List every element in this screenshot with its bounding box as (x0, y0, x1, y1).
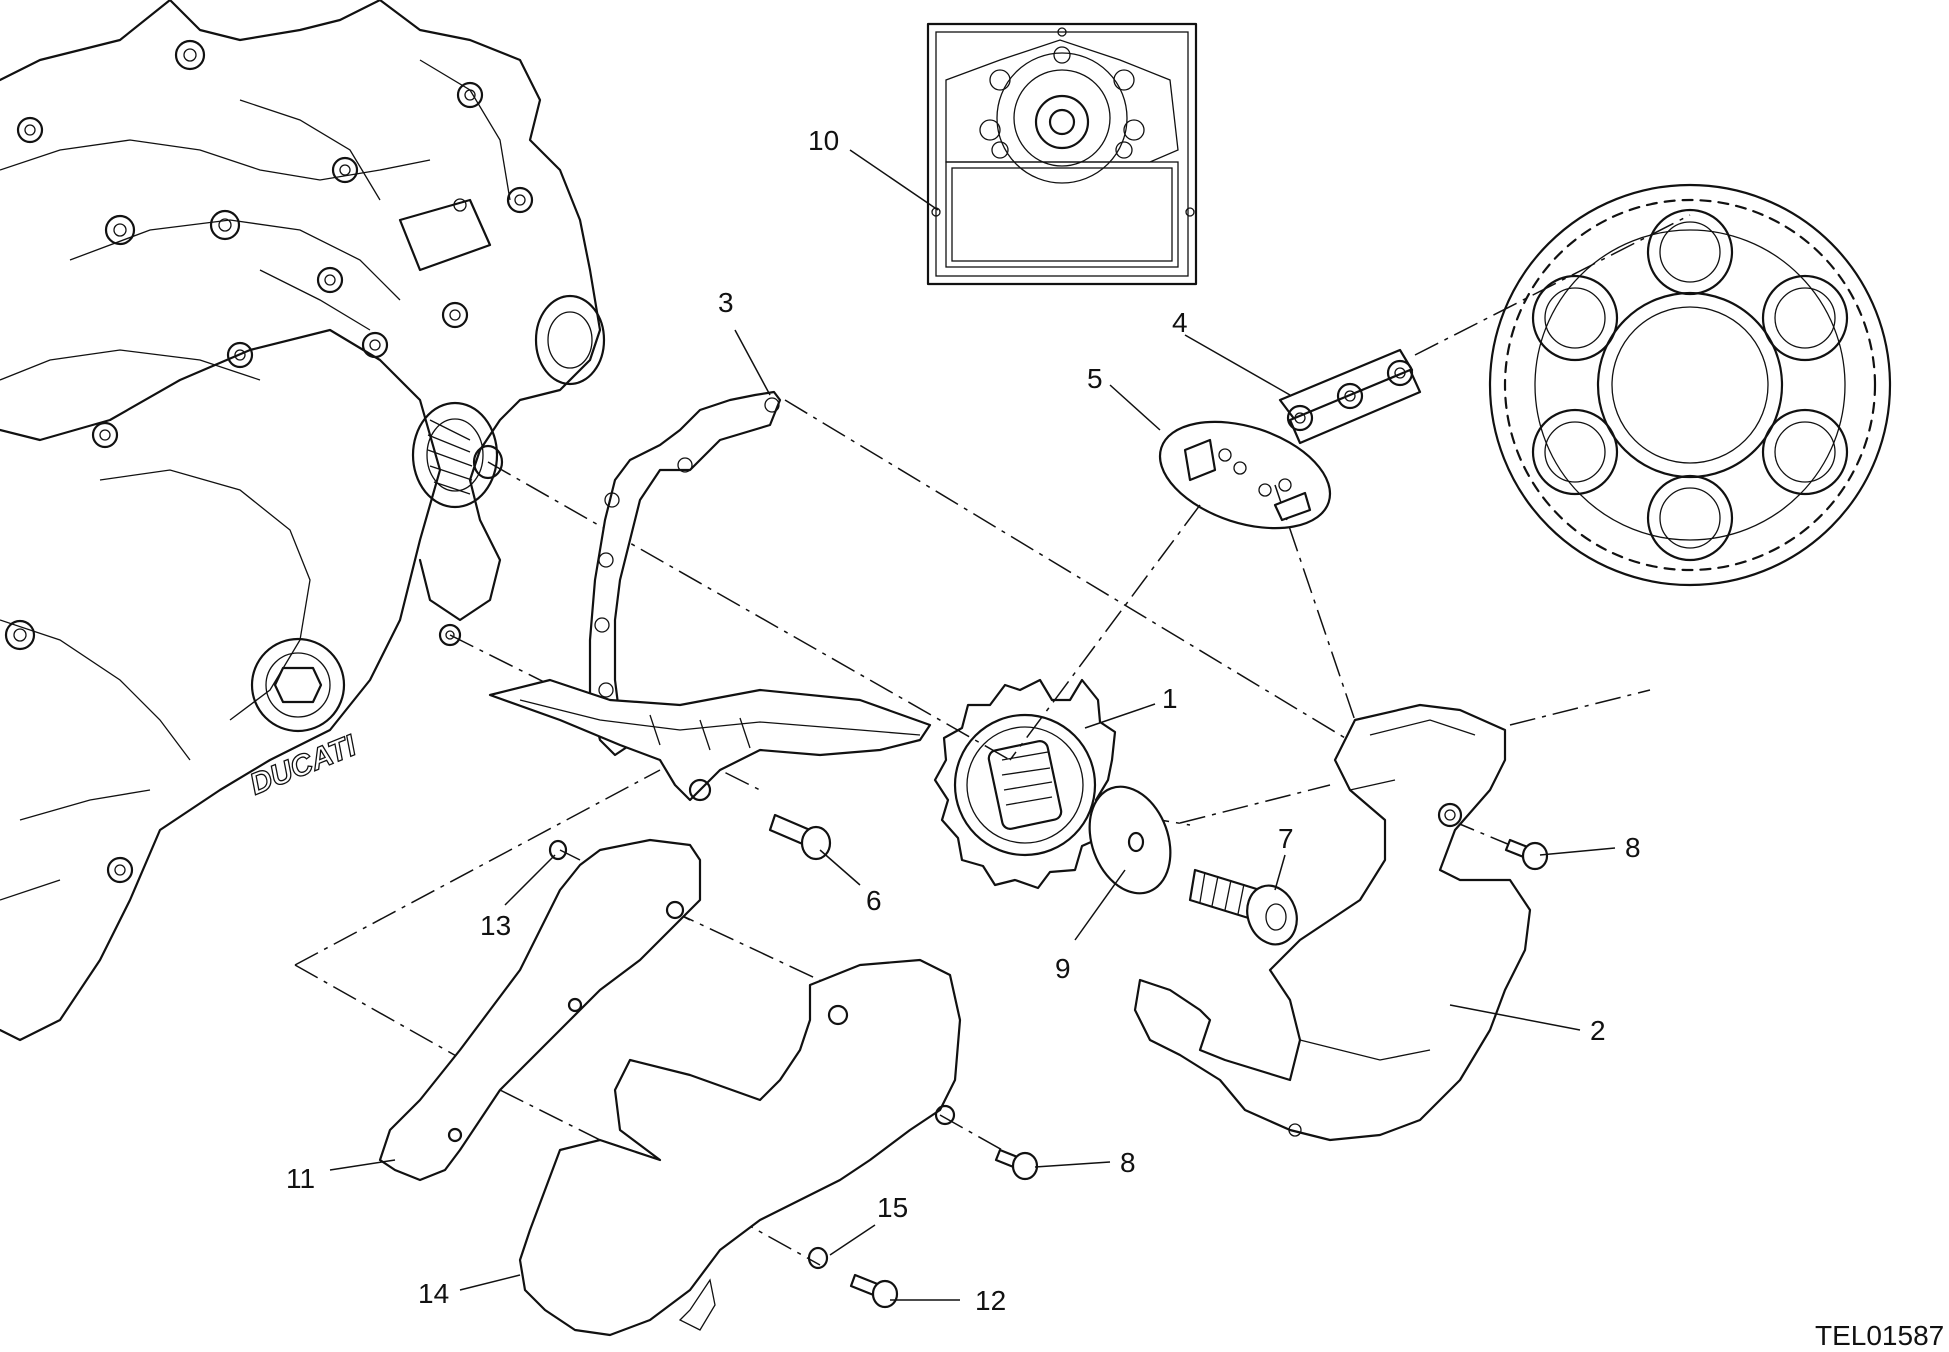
callout-11: 11 (286, 1163, 315, 1194)
callout-14: 14 (418, 1278, 449, 1309)
engine-brand-mark: DUCATI (245, 729, 361, 801)
callout-10: 10 (808, 125, 839, 156)
callout-labels: 1 2 3 4 5 6 7 8 8 9 10 11 12 13 14 15 (286, 125, 1641, 1316)
guide-screw (768, 813, 832, 861)
callout-13: 13 (480, 910, 511, 941)
rear-sprocket (1488, 183, 1892, 587)
callout-7: 7 (1278, 823, 1294, 854)
sprocket-bolt (1188, 868, 1298, 946)
inner-chain-guard (378, 838, 702, 1182)
outer-chain-guard (518, 958, 962, 1337)
engine-case: DUCATI (0, 0, 606, 1042)
chain-master-link (1158, 420, 1332, 530)
callout-6: 6 (866, 885, 882, 916)
callout-9: 9 (1055, 953, 1071, 984)
callout-12: 12 (975, 1285, 1006, 1316)
diagram-reference-code: TEL01587 (1815, 1320, 1944, 1351)
sprocket-cover (1133, 703, 1532, 1142)
callout-8-upper: 8 (1625, 832, 1641, 863)
callout-1: 1 (1162, 683, 1178, 714)
cover-screw-upper (1504, 838, 1549, 871)
callout-5: 5 (1087, 363, 1103, 394)
callout-15: 15 (877, 1192, 908, 1223)
callout-3: 3 (718, 287, 734, 318)
front-sprocket (933, 678, 1117, 890)
callout-leaders (329, 149, 1616, 1301)
callout-8-lower: 8 (1120, 1147, 1136, 1178)
chain-section (1278, 348, 1422, 445)
chain-adjust-decal (926, 22, 1198, 286)
sprocket-washer (1088, 785, 1172, 895)
callout-2: 2 (1590, 1015, 1606, 1046)
chain-guide-plate (488, 390, 932, 802)
callout-4: 4 (1172, 307, 1188, 338)
